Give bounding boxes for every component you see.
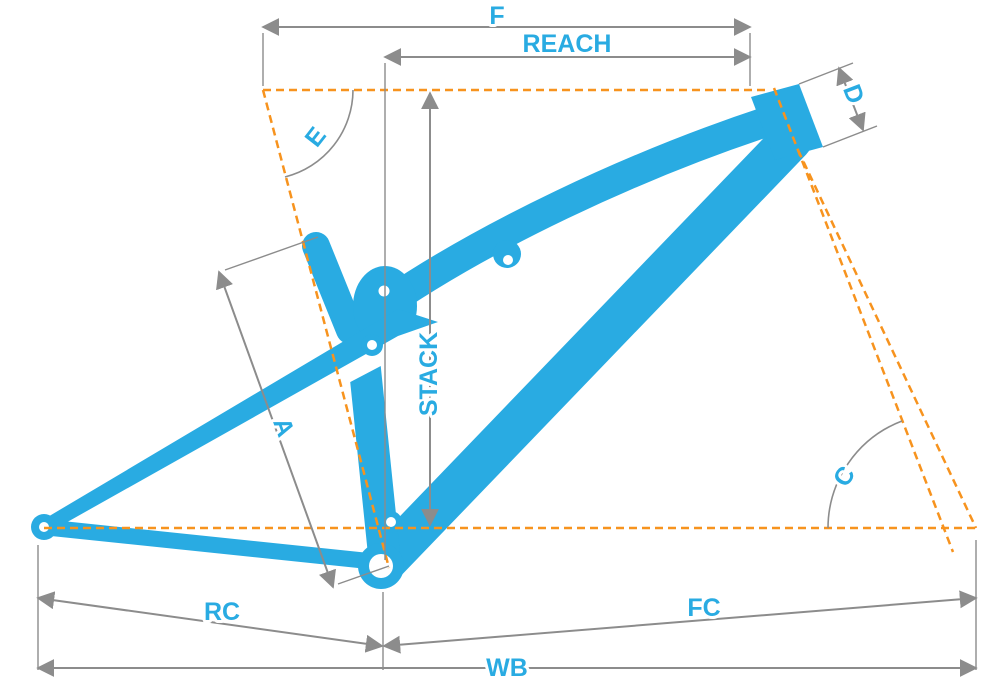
bottom-bracket-hole [369, 554, 393, 578]
label-rc: RC [204, 598, 240, 626]
fork-line [796, 149, 978, 529]
label-reach: REACH [523, 30, 612, 58]
ext-a-top [224, 236, 319, 271]
shock-mount-hole [378, 285, 390, 297]
label-d: D [837, 81, 870, 108]
label-fc: FC [687, 594, 720, 622]
dimension-lines [36, 18, 978, 677]
dim-rc [36, 591, 384, 653]
label-f: F [489, 2, 504, 30]
chainstay [44, 520, 386, 570]
arc-head-angle-c [827, 420, 903, 529]
rocker-pivot-hole [367, 340, 377, 350]
ext-a-bottom [337, 565, 390, 585]
arc-seat-angle-e [284, 89, 354, 178]
label-e: E [300, 122, 332, 152]
top-tube [351, 105, 787, 333]
geometry-guide-lines [44, 87, 978, 569]
main-pivot-hole [386, 517, 396, 527]
label-stack: STACK [415, 332, 443, 416]
frame-tubes [44, 105, 812, 581]
dim-a [216, 270, 336, 589]
head-angle-line [772, 87, 955, 553]
down-tube [366, 119, 812, 581]
dim-d [836, 66, 866, 132]
seat-mast [302, 232, 364, 344]
label-c: C [828, 461, 861, 492]
label-wb: WB [486, 654, 528, 682]
top-tube-hole [503, 255, 513, 265]
ext-d-bottom [822, 125, 878, 148]
dim-fc [382, 590, 978, 654]
ext-d-top [798, 62, 854, 85]
head-tube [751, 84, 823, 160]
top-tube-mount [493, 240, 521, 268]
